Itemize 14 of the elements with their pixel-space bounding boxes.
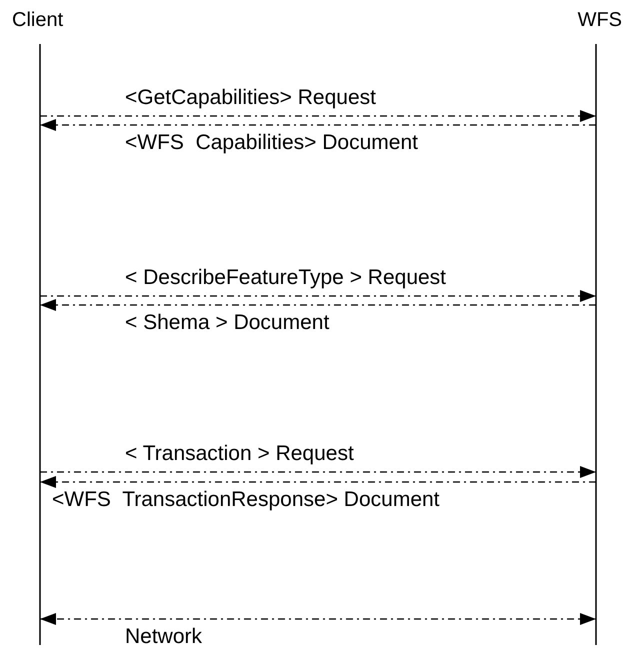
message-arrow <box>40 299 596 311</box>
message-arrow <box>40 290 596 302</box>
edge-label: < Transaction > Request <box>125 442 354 466</box>
message-arrow <box>40 476 596 488</box>
edge-label: <GetCapabilities> Request <box>125 86 376 110</box>
participant-label: WFS <box>578 8 622 32</box>
edge-label: <WFS Capabilities> Document <box>125 131 418 155</box>
message-arrow <box>40 110 596 122</box>
message-arrow <box>40 119 596 131</box>
participant-label: Client <box>12 8 64 32</box>
message-arrow <box>40 613 596 625</box>
message-arrow <box>40 466 596 478</box>
edge-label: <WFS TransactionResponse> Document <box>52 488 440 512</box>
edge-label: < DescribeFeatureType > Request <box>125 266 446 290</box>
